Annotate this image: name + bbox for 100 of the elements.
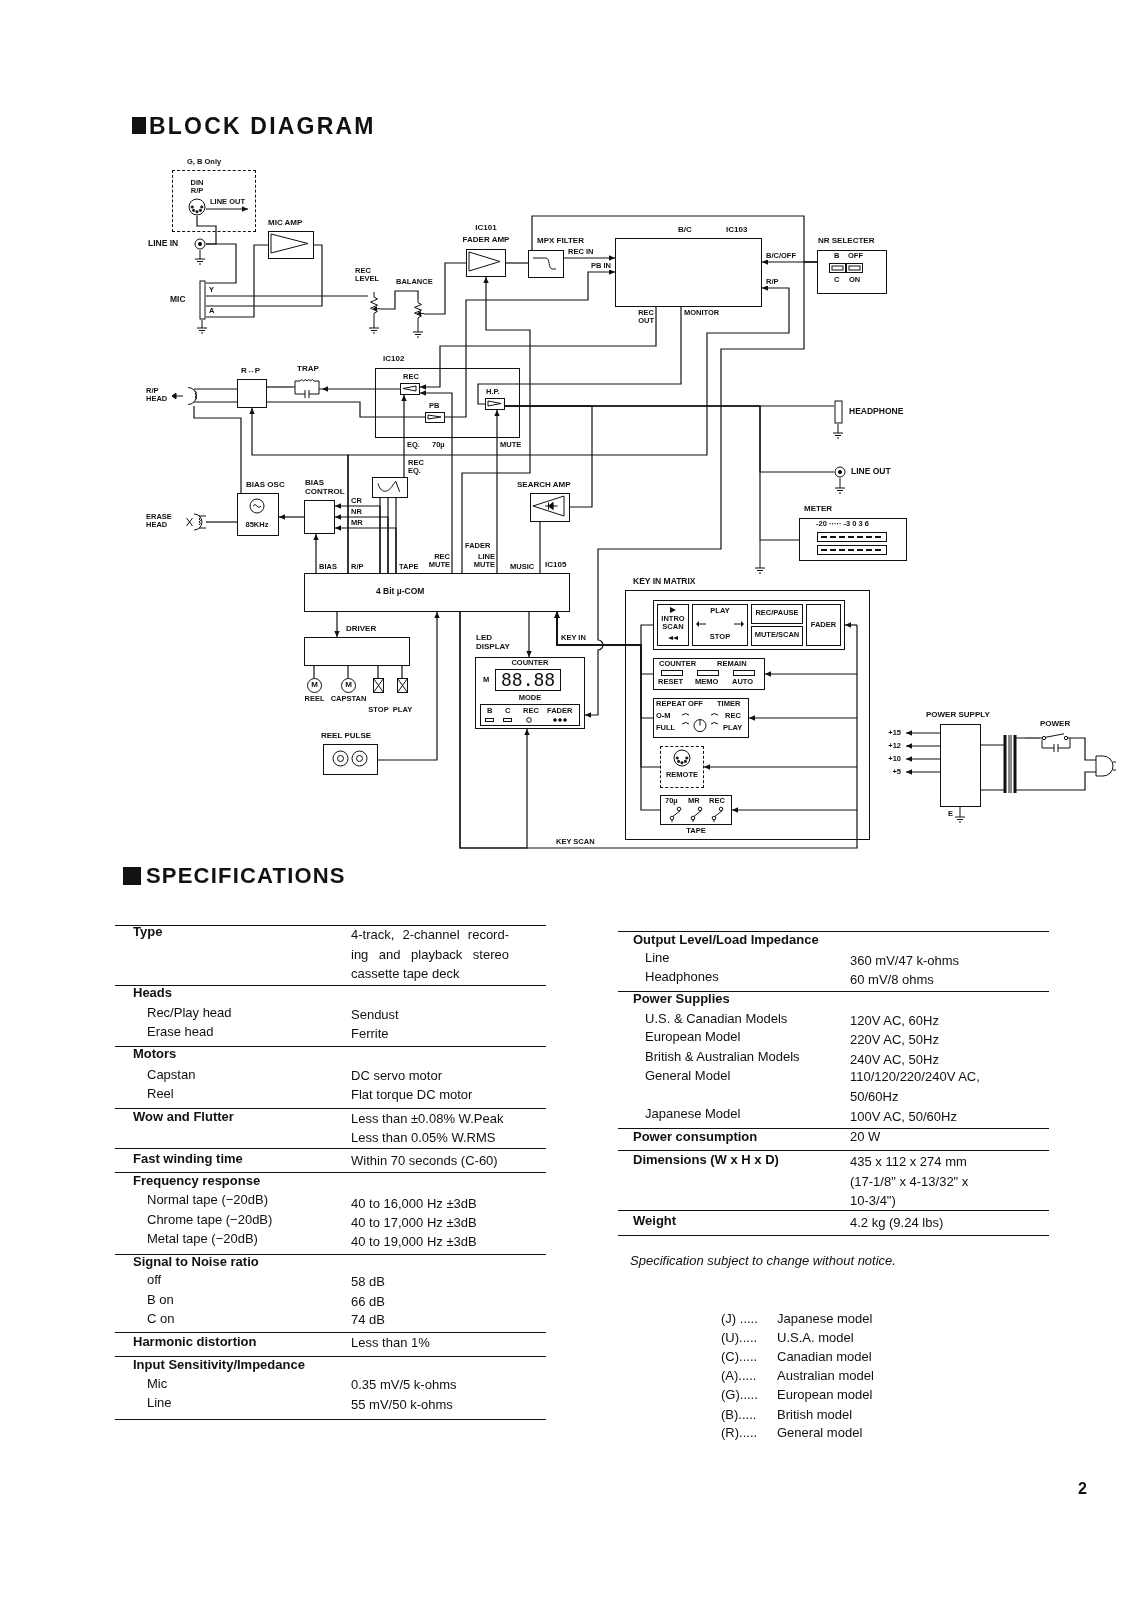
block-title: R↔P xyxy=(241,367,261,376)
wire xyxy=(1024,771,1091,791)
spec-value: Sendust xyxy=(351,1007,399,1023)
wire xyxy=(193,405,242,494)
block-title: IC101 xyxy=(475,224,497,233)
page-number: 2 xyxy=(1078,1481,1087,1497)
arrow xyxy=(401,394,407,478)
model-code: (C)..... xyxy=(721,1349,758,1365)
spec-item: Line xyxy=(147,1395,172,1411)
block-title: BIAS CONTROL xyxy=(305,479,345,497)
remote-socket-outline xyxy=(660,746,704,788)
arrow xyxy=(461,276,531,574)
spec-item: Metal tape (−20dB) xyxy=(147,1231,258,1247)
spec-value: 360 mV/47 k-ohms xyxy=(850,953,960,969)
spec-value: 0.35 mV/5 k-ohms xyxy=(351,1377,457,1393)
wire xyxy=(505,262,529,264)
wire xyxy=(1024,737,1041,739)
arrow xyxy=(334,514,389,574)
spec-value: 40 to 19,000 Hz ±3dB xyxy=(351,1234,477,1250)
wire xyxy=(401,665,403,679)
arrow xyxy=(334,611,340,638)
wire xyxy=(539,521,541,574)
spec-value: Ferrite xyxy=(351,1026,389,1042)
arrow xyxy=(731,807,858,813)
block-title: MIC AMP xyxy=(268,219,303,228)
spec-value: Less than ±0.08% W.Peak xyxy=(351,1111,504,1127)
arrow xyxy=(334,503,381,574)
spec-item: European Model xyxy=(645,1029,741,1045)
spec-heading: Motors xyxy=(133,1046,177,1062)
arrow xyxy=(844,622,858,628)
block-title: LED DISPLAY xyxy=(476,634,510,652)
spec-value: 240V AC, 50Hz xyxy=(850,1052,939,1068)
model-code: (U)..... xyxy=(721,1330,758,1346)
spec-value: 120V AC, 60Hz xyxy=(850,1013,939,1029)
spec-item: Japanese Model xyxy=(645,1106,741,1122)
spec-value: 20 W xyxy=(850,1129,881,1145)
display-digits: 88.88 xyxy=(495,669,562,691)
block-title: NR SELECTER xyxy=(818,237,875,246)
block-title: B/C xyxy=(678,226,692,235)
spec-heading: Fast winding time xyxy=(133,1151,243,1167)
wire xyxy=(205,295,369,297)
wire xyxy=(266,401,426,418)
spec-value: 435 x 112 x 274 mm (17-1/8" x 4-13/32" x 10-3/4") xyxy=(850,1153,970,1211)
arrow xyxy=(459,611,530,849)
block-title: BIAS OSC xyxy=(246,481,285,490)
model-name: U.S.A. model xyxy=(777,1330,854,1346)
spec-value: Less than 1% xyxy=(351,1335,430,1351)
arrow xyxy=(748,715,858,721)
block-title: DRIVER xyxy=(346,625,377,634)
arrow xyxy=(554,611,661,811)
wire xyxy=(477,306,682,405)
arrow xyxy=(563,255,616,261)
block-title: METER xyxy=(804,505,832,514)
spec-heading: Power Supplies xyxy=(633,991,730,1007)
spec-item: General Model xyxy=(645,1068,731,1084)
spec-value: Less than 0.05% W.RMS xyxy=(351,1130,496,1146)
selector-panel xyxy=(653,698,749,738)
spec-item: British & Australian Models xyxy=(645,1049,800,1065)
symbol-label: HEADPHONE xyxy=(849,407,904,417)
arrow xyxy=(905,730,941,736)
arrow xyxy=(419,306,657,390)
spec-heading: Weight xyxy=(633,1213,677,1229)
spec-value: 4-track, 2-channel record- ing and playback stereo cassette tape deck xyxy=(351,926,509,984)
spec-heading: Type xyxy=(133,924,163,940)
spec-heading: Output Level/Load Impedance xyxy=(633,932,819,948)
model-name: Australian model xyxy=(777,1368,874,1384)
arrow xyxy=(703,764,858,770)
spec-heading: Heads xyxy=(133,985,173,1001)
wire xyxy=(266,386,293,388)
spec-item: U.S. & Canadian Models xyxy=(645,1011,788,1027)
arrow xyxy=(321,386,401,392)
arrow xyxy=(526,611,532,658)
wire xyxy=(379,290,419,310)
spec-item: Chrome tape (−20dB) xyxy=(147,1212,273,1228)
wire xyxy=(196,215,217,245)
wire xyxy=(347,665,349,679)
spec-item: Reel xyxy=(147,1086,174,1102)
note-text: Specification subject to change without notice. xyxy=(630,1253,896,1269)
transformer-symbol xyxy=(995,733,1025,795)
spec-value: Within 70 seconds (C-60) xyxy=(351,1153,498,1169)
spec-item: Line xyxy=(645,950,670,966)
block-title: POWER xyxy=(1040,720,1071,729)
section-heading: SPECIFICATIONS xyxy=(146,862,346,890)
model-name: British model xyxy=(777,1407,853,1423)
wire xyxy=(504,405,800,541)
spec-value: 60 mV/8 ohms xyxy=(850,972,934,988)
wire xyxy=(1073,737,1091,761)
spec-heading: Harmonic distortion xyxy=(133,1334,257,1350)
spec-item: Headphones xyxy=(645,969,719,985)
model-name: Canadian model xyxy=(777,1349,872,1365)
wire xyxy=(205,244,323,307)
symbol-label: MIC xyxy=(170,295,186,305)
spec-value: Flat torque DC motor xyxy=(351,1087,473,1103)
block-text: 4 Bit µ-COM xyxy=(376,587,425,597)
arrow xyxy=(584,261,818,718)
arrow xyxy=(334,525,397,574)
model-name: European model xyxy=(777,1387,873,1403)
spec-value: 66 dB xyxy=(351,1294,385,1310)
spec-value: 220V AC, 50Hz xyxy=(850,1032,939,1048)
arrow xyxy=(905,743,941,749)
